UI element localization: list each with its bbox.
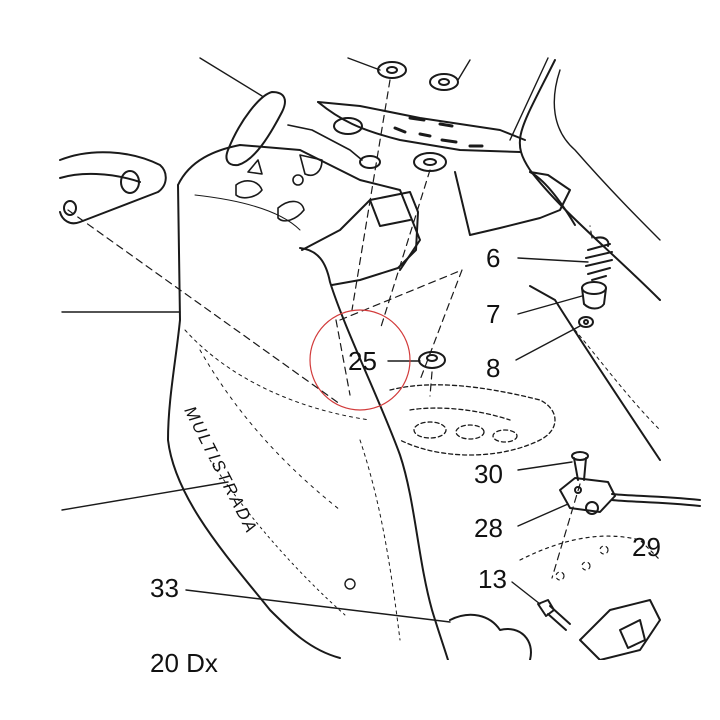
rear-bracket	[317, 101, 526, 153]
nut-part	[578, 316, 594, 328]
lock-assembly	[559, 477, 701, 515]
assembly-lines	[67, 79, 593, 579]
washer-part	[418, 351, 446, 369]
screw-part	[571, 451, 589, 481]
callout-20dx: 20 Dx	[150, 648, 218, 678]
callout-7: 7	[486, 299, 500, 329]
tail-body	[167, 144, 449, 661]
right-frame	[518, 59, 661, 461]
callout-8: 8	[486, 353, 500, 383]
callout-28: 28	[474, 513, 503, 543]
seat-handle	[225, 91, 286, 167]
lower-plate	[389, 384, 556, 456]
callout-6: 6	[486, 243, 500, 273]
callout-33: 33	[150, 573, 179, 603]
spring-part	[585, 236, 613, 281]
callout-13: 13	[478, 564, 507, 594]
bolt-part	[537, 599, 571, 631]
callout-29: 29	[632, 532, 661, 562]
grab-rail	[59, 151, 167, 225]
latch-part	[579, 599, 661, 661]
side-bracket	[454, 171, 576, 236]
lower-dotted-plate	[519, 535, 661, 581]
tail-openings	[235, 124, 363, 222]
bushing-part	[581, 281, 607, 310]
crop-mask	[0, 660, 720, 720]
callout-25: 25	[348, 346, 377, 376]
callout-30: 30	[474, 459, 503, 489]
center-bracket	[301, 191, 419, 286]
top-washers	[333, 61, 459, 172]
bottom-piece	[449, 613, 532, 661]
highlight-circle	[309, 309, 411, 411]
brand-text: MULTISTRADA	[180, 403, 261, 537]
leader-lines	[61, 57, 589, 623]
